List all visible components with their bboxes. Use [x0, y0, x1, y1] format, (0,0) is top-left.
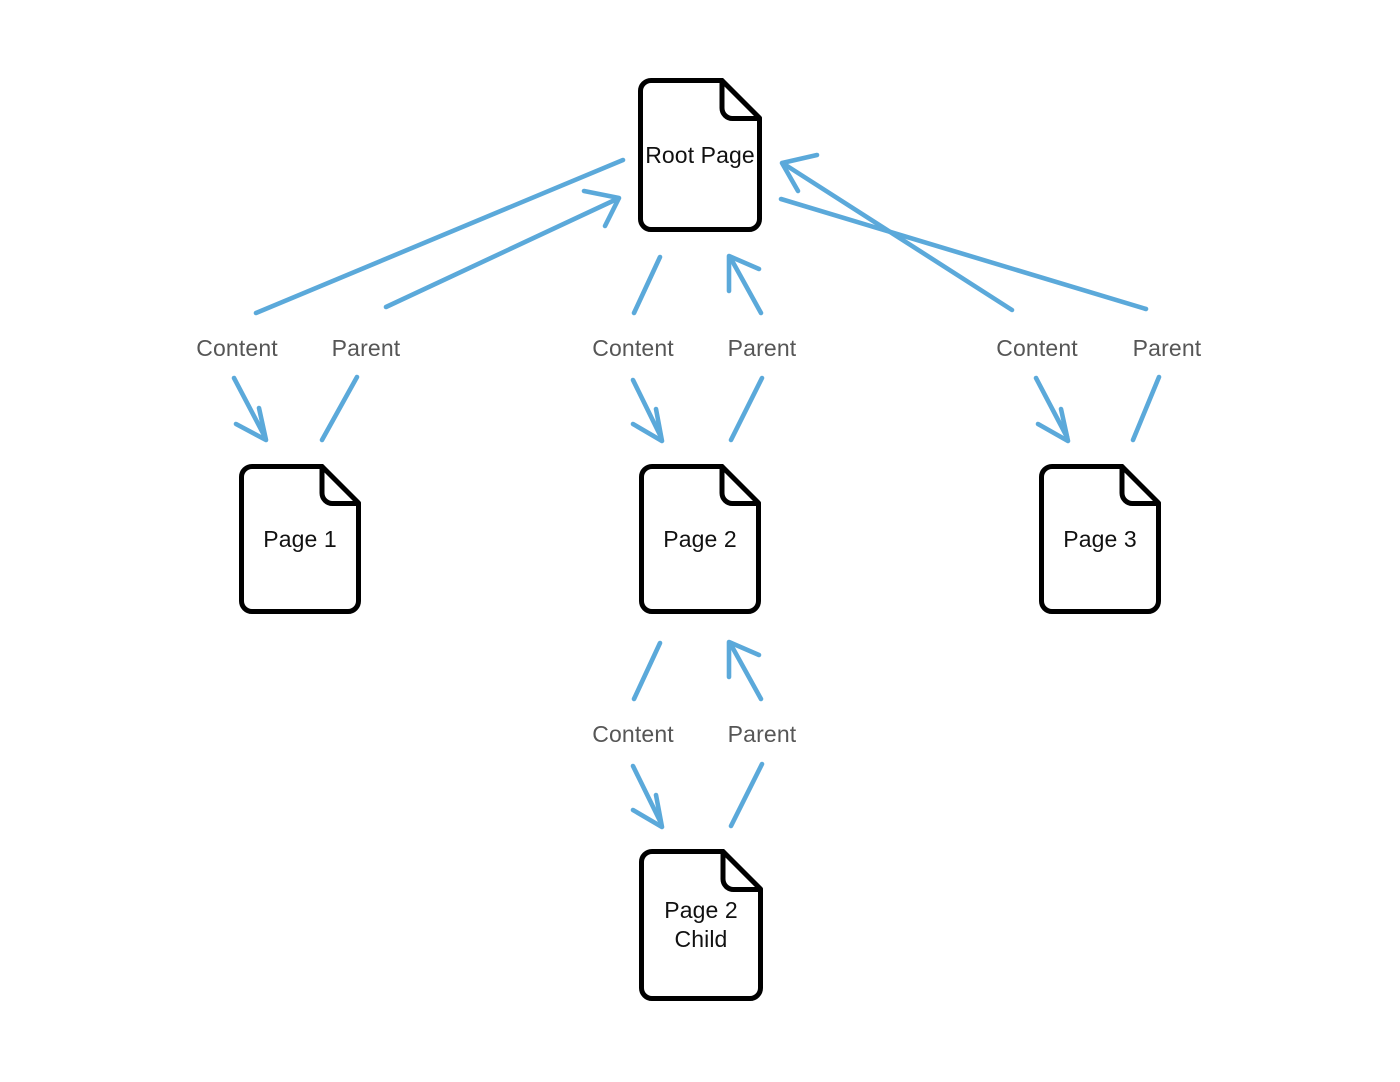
- edge-root-page2-content-upper: [631, 254, 663, 316]
- edge-page1-root-parent-lower: [319, 374, 360, 443]
- edge-root-page1-content-lower: [231, 375, 269, 443]
- node-page-2-child[interactable]: Page 2 Child: [639, 849, 763, 1001]
- edge-label-page2-child-content: Content: [592, 721, 674, 747]
- edge-label-root-page1-content: Content: [196, 335, 278, 361]
- document-page-icon: [638, 78, 762, 232]
- edge-child-page2-parent-upper: [726, 639, 764, 702]
- edge-root-page3-content-upper: [779, 152, 1015, 313]
- edge-page3-root-parent-lower: [1130, 374, 1162, 443]
- edge-root-page3-content-lower: [1033, 375, 1071, 444]
- edge-label-root-page2-content: Content: [592, 335, 674, 361]
- document-page-icon: [239, 464, 361, 614]
- edge-root-page1-content-upper: [253, 157, 626, 316]
- edge-label-page2-root-parent: Parent: [727, 335, 797, 361]
- edge-page1-root-parent-upper: [383, 188, 622, 310]
- document-page-icon: [1039, 464, 1161, 614]
- edge-child-page2-parent-lower: [728, 761, 765, 829]
- edge-root-page2-content-lower: [630, 377, 665, 444]
- edge-label-child-page2-parent: Parent: [727, 721, 797, 747]
- document-page-icon: [639, 464, 761, 614]
- node-page-3[interactable]: Page 3: [1039, 464, 1161, 614]
- node-root-page[interactable]: Root Page: [638, 78, 762, 232]
- edge-label-page1-root-parent: Parent: [331, 335, 401, 361]
- edge-label-page3-root-parent: Parent: [1132, 335, 1202, 361]
- edge-page3-root-parent-upper: [778, 196, 1149, 312]
- document-page-icon: [639, 849, 763, 1001]
- node-page-2[interactable]: Page 2: [639, 464, 761, 614]
- edge-page2-child-content-upper: [631, 640, 663, 702]
- edge-page2-child-content-lower: [630, 763, 665, 830]
- node-page-1[interactable]: Page 1: [239, 464, 361, 614]
- edge-label-root-page3-content: Content: [996, 335, 1078, 361]
- edge-page2-root-parent-upper: [726, 253, 764, 316]
- edge-page2-root-parent-lower: [728, 375, 765, 443]
